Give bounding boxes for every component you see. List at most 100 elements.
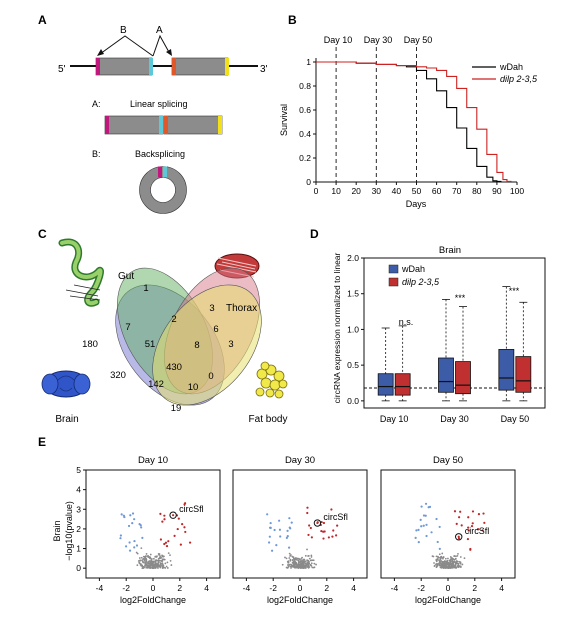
- volcano-ylabel: −log10(pvalue): [64, 501, 74, 561]
- volcano-point-ns: [143, 558, 146, 561]
- linear-mark-cyan: [159, 116, 163, 134]
- volcano-point-ns: [158, 559, 161, 562]
- volcano-point-ns: [146, 567, 149, 569]
- y-tick-label: 0: [76, 563, 81, 573]
- x-tick-label: 50: [412, 186, 422, 196]
- volcano-point-ns: [145, 553, 148, 555]
- volcano-point-ns: [288, 563, 291, 566]
- volcano-point-ns: [297, 559, 300, 562]
- volcano-point-ns: [147, 565, 150, 568]
- venn-count-gut-fat: 0: [208, 371, 213, 382]
- volcano-point-down: [269, 521, 272, 525]
- volcano-point-ns: [287, 565, 290, 568]
- volcano-point-ns: [145, 560, 148, 562]
- volcano-point-ns: [438, 563, 441, 565]
- volcano-point-down: [288, 526, 291, 529]
- plot-frame: [363, 257, 546, 409]
- volcano-point-up: [467, 516, 470, 519]
- panel-label-b: B: [288, 13, 297, 27]
- volcano-point-ns: [446, 566, 449, 569]
- volcano-point-ns: [310, 554, 313, 557]
- volcano-point-ns: [162, 566, 165, 569]
- volcano-point-ns: [439, 556, 442, 558]
- volcano-point-down: [290, 521, 293, 524]
- volcano-point-ns: [157, 564, 160, 567]
- volcano-point-ns: [436, 564, 438, 567]
- y-tick-label: 4: [76, 485, 81, 495]
- volcano-point-ns: [461, 563, 464, 566]
- volcano-point-ns: [144, 563, 147, 566]
- volcano-point-ns: [447, 563, 450, 566]
- volcano-point-ns: [290, 567, 292, 569]
- x-tick-label: -4: [96, 583, 104, 593]
- volcano-point-ns: [291, 555, 294, 558]
- exon-1: [95, 57, 153, 76]
- volcano-point-up: [165, 544, 169, 548]
- volcano-point-down: [123, 515, 126, 519]
- volcano-point-ns: [165, 565, 168, 568]
- survival-xlabel: Days: [406, 199, 427, 209]
- volcano-point-ns: [149, 565, 151, 567]
- volcano-point-ns: [306, 548, 308, 551]
- gut-icon: [58, 238, 104, 307]
- volcano-point-down: [287, 546, 291, 549]
- volcano-point-ns: [449, 558, 452, 561]
- volcano-point-up: [310, 536, 313, 539]
- volcano-point-down: [422, 524, 425, 527]
- venn-count-brain-only: 180: [82, 339, 98, 350]
- volcano-point-ns: [436, 562, 438, 565]
- volcano-point-up: [159, 538, 163, 541]
- volcano-point-down: [268, 535, 271, 538]
- survival-curve-wdah: [316, 61, 502, 182]
- x-tick-label: 40: [392, 186, 402, 196]
- x-tick-label: 4: [204, 583, 209, 593]
- volcano-point-up: [459, 510, 462, 513]
- volcano-point-ns: [311, 566, 314, 569]
- volcano-point-down: [129, 514, 132, 517]
- volcano-point-ns: [432, 555, 435, 558]
- volcano-xlabel: log2FoldChange: [267, 595, 333, 605]
- y-tick-label: 0.6: [299, 105, 311, 115]
- volcano-point-ns: [297, 561, 300, 564]
- volcano-point-up: [470, 524, 474, 528]
- box: [515, 356, 532, 393]
- y-tick-label: 0: [306, 177, 311, 187]
- volcano-point-ns: [291, 559, 294, 562]
- volcano-point-ns: [451, 562, 454, 564]
- volcano-point-up: [471, 510, 475, 513]
- volcano-point-ns: [308, 557, 311, 560]
- circsfl-label: circSfl: [323, 512, 348, 522]
- volcano-point-ns: [437, 555, 439, 558]
- volcano-point-ns: [306, 565, 309, 568]
- volcano-point-ns: [140, 556, 143, 559]
- venn-label-brain: Brain: [55, 414, 78, 425]
- volcano-point-ns: [159, 563, 162, 566]
- volcano-point-up: [320, 520, 323, 524]
- volcano-point-ns: [304, 567, 307, 569]
- volcano-point-up: [306, 506, 309, 509]
- volcano-point-up: [335, 534, 338, 537]
- volcano-point-up: [331, 535, 334, 538]
- volcano-point-ns: [453, 560, 456, 563]
- venn-label-fat-body: Fat body: [249, 414, 288, 425]
- volcano-point-up: [167, 540, 170, 543]
- volcano-point-ns: [141, 564, 144, 567]
- y-tick-label: 1.5: [347, 289, 359, 299]
- volcano-point-ns: [157, 563, 160, 566]
- volcano-point-ns: [307, 563, 310, 566]
- volcano-point-up: [184, 530, 187, 534]
- volcano-point-ns: [444, 557, 447, 560]
- volcano-point-down: [270, 549, 274, 552]
- volcano-point-ns: [302, 562, 304, 565]
- volcano-point-ns: [451, 560, 453, 563]
- boxplot-title: Brain: [439, 245, 461, 256]
- volcano-point-ns: [156, 559, 159, 562]
- volcano-point-down: [279, 535, 282, 538]
- volcano-point-ns: [159, 562, 162, 564]
- volcano-point-ns: [448, 565, 450, 567]
- volcano-point-ns: [440, 567, 443, 569]
- three-prime-label: 3': [260, 64, 268, 75]
